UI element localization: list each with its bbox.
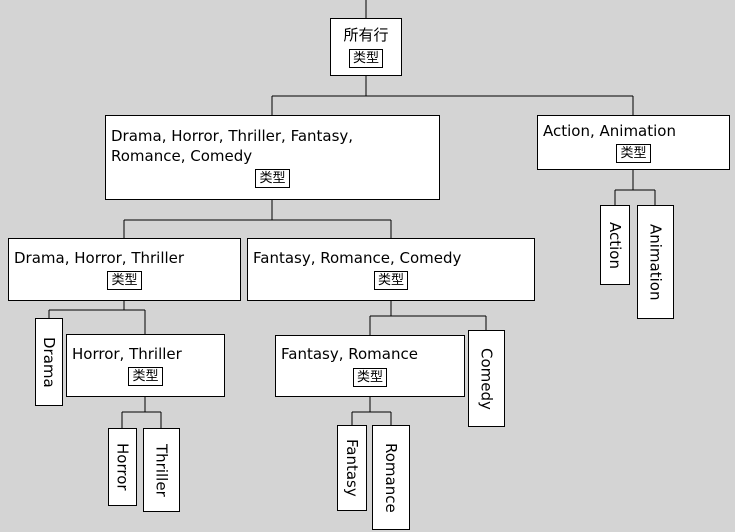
leaf-label: Drama [40,336,58,388]
leaf-animation[interactable]: Animation [637,205,674,319]
type-field-badge[interactable]: 类型 [352,367,387,387]
leaf-label: Horror [113,443,132,491]
leaf-label: Animation [646,223,665,301]
node-horror-thriller[interactable]: Horror, Thriller 类型 [66,334,225,397]
node-all-rows[interactable]: 所有行 类型 [330,18,402,76]
node-label-line2: Romance, Comedy [111,146,253,165]
node-label: Action, Animation [543,121,676,140]
node-label-line1: Drama, Horror, Thriller, Fantasy, [111,127,354,145]
type-field-badge[interactable]: 类型 [255,169,290,188]
node-action-animation[interactable]: Action, Animation 类型 [537,115,730,170]
leaf-action[interactable]: Action [600,205,630,285]
leaf-horror[interactable]: Horror [108,428,137,506]
node-fantasy-romance-comedy[interactable]: Fantasy, Romance, Comedy 类型 [247,238,535,301]
node-label: 所有行 [343,26,389,45]
leaf-drama[interactable]: Drama [35,318,63,406]
node-fantasy-romance[interactable]: Fantasy, Romance 类型 [275,335,465,397]
type-field-badge[interactable]: 类型 [373,271,408,291]
type-field-badge[interactable]: 类型 [107,271,142,291]
type-field-badge[interactable]: 类型 [128,367,163,387]
node-label: Drama, Horror, Thriller [14,248,185,267]
node-label: Horror, Thriller [72,344,182,363]
type-field-badge[interactable]: 类型 [616,144,651,164]
leaf-romance[interactable]: Romance [372,425,410,530]
leaf-label: Fantasy [343,439,361,497]
leaf-label: Thriller [152,443,171,497]
leaf-label: Romance [382,442,400,513]
type-field-badge[interactable]: 类型 [348,48,383,68]
leaf-thriller[interactable]: Thriller [143,428,180,512]
leaf-label: Action [606,221,624,269]
leaf-comedy[interactable]: Comedy [468,330,505,427]
node-label: Fantasy, Romance, Comedy [253,248,462,267]
leaf-fantasy[interactable]: Fantasy [337,425,367,511]
node-label: Fantasy, Romance [281,345,418,364]
node-drama-horror-thriller[interactable]: Drama, Horror, Thriller 类型 [8,238,241,301]
leaf-label: Comedy [477,347,496,410]
node-drama-horror-thriller-fantasy-romance-comedy[interactable]: Drama, Horror, Thriller, Fantasy, Romanc… [105,115,440,200]
